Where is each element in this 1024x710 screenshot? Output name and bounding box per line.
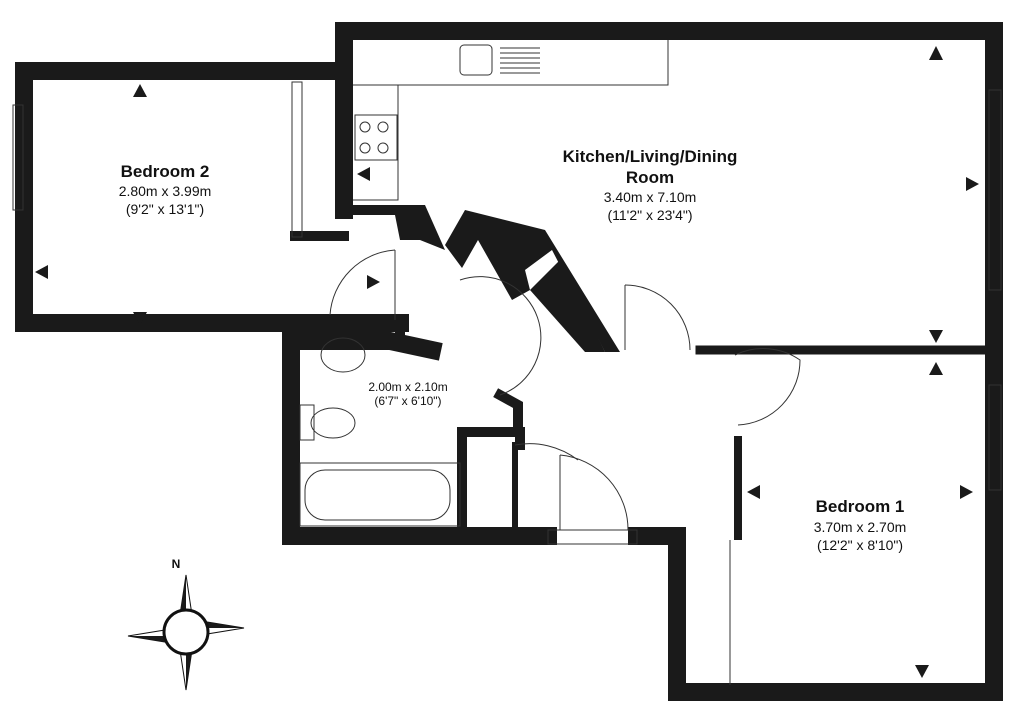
compass-north-label: N <box>172 557 181 571</box>
room-size-imperial: (12'2" x 8'10") <box>817 537 903 553</box>
doors-and-fixtures <box>291 40 801 685</box>
room-size-metric: 2.00m x 2.10m <box>368 380 447 394</box>
dimension-arrows <box>35 46 979 678</box>
room-label-bathroom: 2.00m x 2.10m (6'7" x 6'10") <box>368 380 447 408</box>
room-label-bedroom1: Bedroom 1 3.70m x 2.70m (12'2" x 8'10") <box>814 497 907 553</box>
room-size-metric: 2.80m x 3.99m <box>119 183 212 199</box>
wardrobe-bedroom2 <box>291 81 303 238</box>
basin-icon <box>320 337 366 373</box>
toilet-icon <box>299 404 356 441</box>
hob-icon <box>354 114 398 161</box>
door-swing-entrance <box>559 454 629 531</box>
room-size-imperial: (6'7" x 6'10") <box>374 394 441 408</box>
window-bedroom2 <box>12 104 24 211</box>
door-swing-bathroom <box>459 276 542 396</box>
room-size-metric: 3.70m x 2.70m <box>814 519 907 535</box>
window-kitchen <box>988 89 1002 291</box>
room-name: Bedroom 1 <box>816 497 905 516</box>
compass-icon: N <box>127 557 245 691</box>
room-name-line2: Room <box>626 168 674 187</box>
room-label-bedroom2: Bedroom 2 2.80m x 3.99m (9'2" x 13'1") <box>119 162 212 217</box>
bath-icon <box>299 462 461 527</box>
windows <box>12 89 1002 545</box>
room-size-metric: 3.40m x 7.10m <box>604 189 697 205</box>
door-swing-kitchen <box>624 284 691 351</box>
door-swing-bedroom1 <box>734 348 801 426</box>
door-swing-cupboard <box>514 443 579 461</box>
window-bedroom1 <box>988 384 1002 491</box>
sink-icon <box>459 44 493 76</box>
walls <box>15 22 1003 701</box>
drainer-icon <box>500 47 540 74</box>
room-label-kitchen: Kitchen/Living/Dining Room 3.40m x 7.10m… <box>563 147 738 223</box>
room-size-imperial: (11'2" x 23'4") <box>607 207 692 223</box>
room-size-imperial: (9'2" x 13'1") <box>126 201 204 217</box>
room-name: Bedroom 2 <box>121 162 210 181</box>
door-swing-bedroom2 <box>329 249 396 316</box>
entrance-door-frame <box>547 529 638 545</box>
room-name: Kitchen/Living/Dining <box>563 147 738 166</box>
